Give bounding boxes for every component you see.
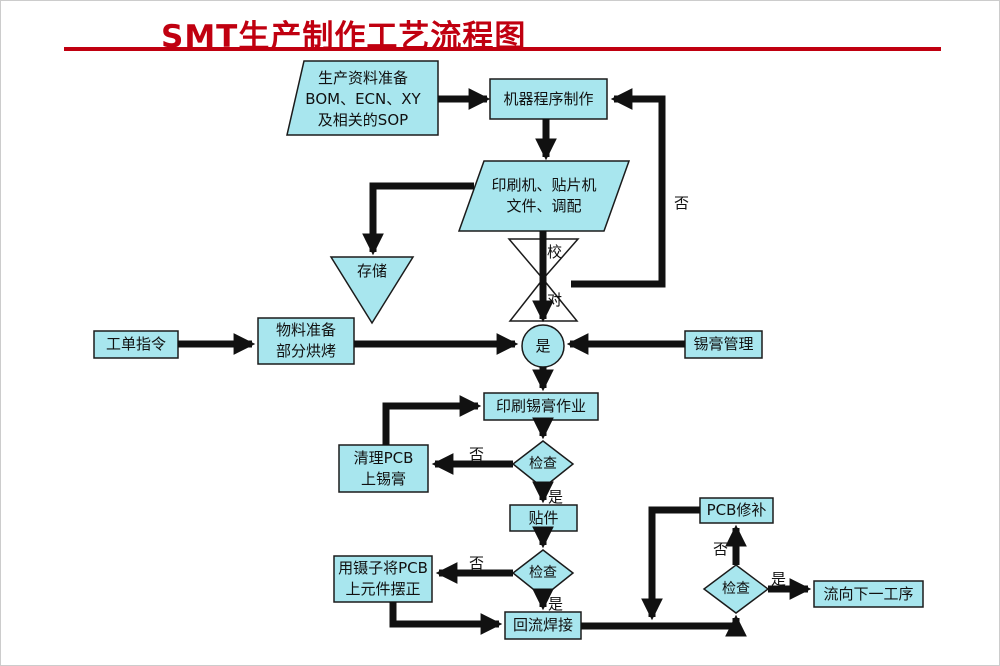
next-process-shape bbox=[813, 580, 924, 608]
arrow-clean-pcb-to-print-solder bbox=[382, 395, 482, 445]
paste-shape bbox=[509, 504, 578, 532]
tweezers-shape bbox=[333, 555, 433, 603]
pcb-repair-shape bbox=[699, 497, 774, 524]
check3-diamond-shape bbox=[702, 564, 770, 614]
arrow-tweezers-to-reflow bbox=[389, 602, 503, 635]
node-shapes bbox=[93, 60, 924, 640]
reflow-shape bbox=[504, 611, 582, 640]
printer-file-shape bbox=[457, 160, 631, 232]
doc-prep-shape bbox=[286, 60, 439, 136]
check2-diamond-shape bbox=[511, 549, 575, 598]
clean-pcb-shape bbox=[338, 444, 429, 493]
arrow-pcb-repair-to-recheck bbox=[641, 506, 700, 621]
title-underline bbox=[64, 47, 941, 51]
check1-diamond-shape bbox=[511, 440, 575, 489]
arrow-reflow-to-check3 bbox=[581, 614, 747, 637]
connectors bbox=[178, 88, 812, 637]
solder-mgmt-shape bbox=[684, 330, 763, 359]
work-order-shape bbox=[93, 330, 179, 359]
material-prep-shape bbox=[257, 317, 355, 365]
print-solder-shape bbox=[483, 392, 599, 421]
gate-circle-shape bbox=[521, 324, 565, 368]
store-triangle-shape bbox=[329, 256, 415, 325]
arrow-printer-file-to-store bbox=[362, 182, 474, 256]
arrow-collate-no-to-machine-program bbox=[571, 88, 666, 288]
machine-program-shape bbox=[489, 78, 608, 120]
